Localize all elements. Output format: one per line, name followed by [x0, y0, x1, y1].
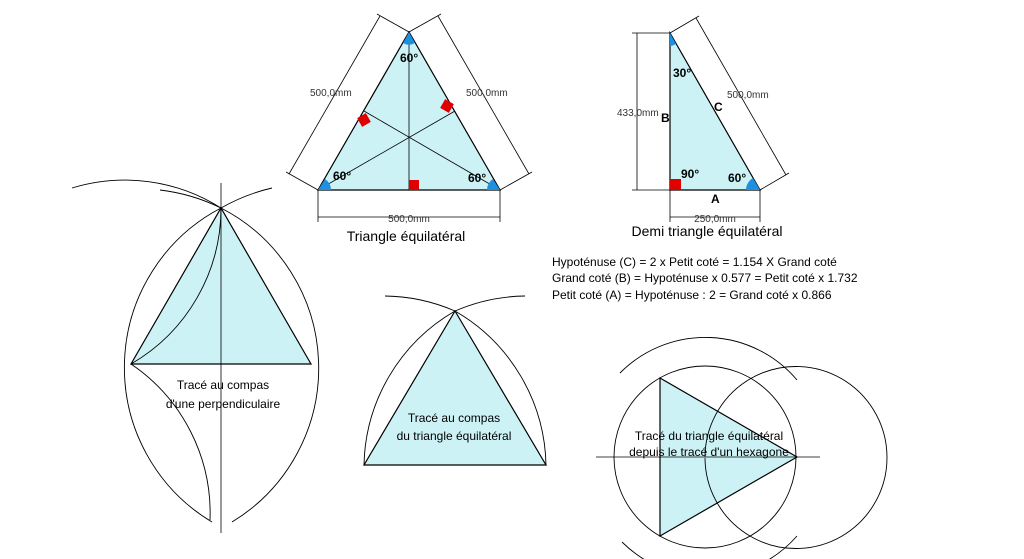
compass-triangle [362, 309, 548, 466]
angle-label-90: 90° [681, 167, 699, 181]
compass-triangle-figure: Tracé au compas du triangle équilatéral [362, 295, 548, 466]
angle-marker-30 [670, 33, 676, 46]
hexagon-caption-line1: Tracé du triangle équilatéral [635, 429, 783, 443]
arc-top-left [159, 189, 222, 209]
formulas-block: Hypoténuse (C) = 2 x Petit coté = 1.154 … [552, 255, 858, 302]
dim-hyp-ext1 [669, 15, 700, 34]
right-angle-marker-bottom [409, 180, 419, 190]
angle-marker-left [318, 179, 332, 190]
hexagon-top-arc [619, 337, 798, 381]
side-label-a: A [711, 192, 720, 206]
angle-marker-top [403, 32, 415, 45]
angle-label-60: 60° [728, 171, 746, 185]
angle-marker-60 [746, 178, 760, 190]
dim-base2-value: 250,0mm [694, 214, 736, 225]
hexagon-circle-right-arc [704, 366, 888, 549]
dim-right-line [437, 15, 530, 175]
perpendicular-caption-line2: d'une perpendiculaire [166, 397, 281, 411]
right-angle-marker-right [440, 99, 454, 113]
compass-triangle-caption-line1: Tracé au compas [408, 411, 500, 425]
dim-base-value: 500,0mm [388, 214, 430, 225]
equilateral-triangle-figure: 60° 60° 60° 500,0mm 500,0mm 500,0mm Tria… [285, 13, 533, 244]
dim-left-line [288, 15, 381, 175]
angle-label-top: 60° [400, 51, 418, 65]
dim-right-ext2 [408, 13, 442, 33]
dim-height-value: 433,0mm [617, 108, 659, 119]
formula-short-side: Petit coté (A) = Hypoténuse : 2 = Grand … [552, 288, 832, 302]
dim-hyp-value: 500,0mm [727, 90, 769, 101]
angle-marker-right [486, 179, 500, 190]
hexagon-triangle-figure: Tracé du triangle équilatéral depuis le … [596, 337, 888, 559]
angle-label-right: 60° [468, 171, 486, 185]
right-angle-marker-90 [670, 179, 681, 190]
arc-right-lens-left [123, 207, 222, 523]
side-label-b: B [661, 111, 670, 125]
right-angle-marker-left [357, 113, 371, 127]
formula-hypotenuse: Hypoténuse (C) = 2 x Petit coté = 1.154 … [552, 255, 837, 269]
compass-triangle-fill [364, 311, 546, 465]
angle-label-left: 60° [333, 169, 351, 183]
compass-arc-left [363, 295, 526, 466]
hexagon-caption-line2: depuis le tracé d'un hexagone [629, 445, 789, 459]
arc-top-right [220, 187, 273, 209]
half-equilateral-figure: 30° 90° 60° B C A 433,0mm 500,0mm 250,0m… [617, 15, 790, 239]
compass-triangle-caption-line2: du triangle équilatéral [397, 429, 512, 443]
formula-long-side: Grand coté (B) = Hypoténuse x 0.577 = Pe… [552, 271, 858, 285]
equilateral-caption: Triangle équilatéral [347, 228, 466, 244]
dim-hyp-line [695, 17, 787, 176]
dim-left-ext2 [376, 13, 410, 33]
compass-arc-right [384, 295, 547, 466]
dim-hyp-ext2 [759, 172, 790, 191]
median-left [317, 110, 456, 191]
arc-left-circle [71, 179, 222, 521]
side-label-c: C [714, 100, 723, 114]
angle-label-30: 30° [673, 66, 691, 80]
compass-perpendicular-figure: Tracé au compas d'une perpendiculaire [71, 179, 320, 533]
dim-right-ext1 [499, 171, 533, 191]
half-equilateral-caption: Demi triangle équilatéral [632, 223, 783, 239]
dim-left-value: 500,0mm [310, 88, 352, 99]
median-right [363, 110, 501, 191]
dim-right-value: 500,0mm [466, 88, 508, 99]
perpendicular-caption-line1: Tracé au compas [177, 378, 269, 392]
dim-left-ext1 [285, 171, 319, 191]
half-triangle [669, 30, 762, 191]
arc-left-lens-right [220, 207, 320, 523]
